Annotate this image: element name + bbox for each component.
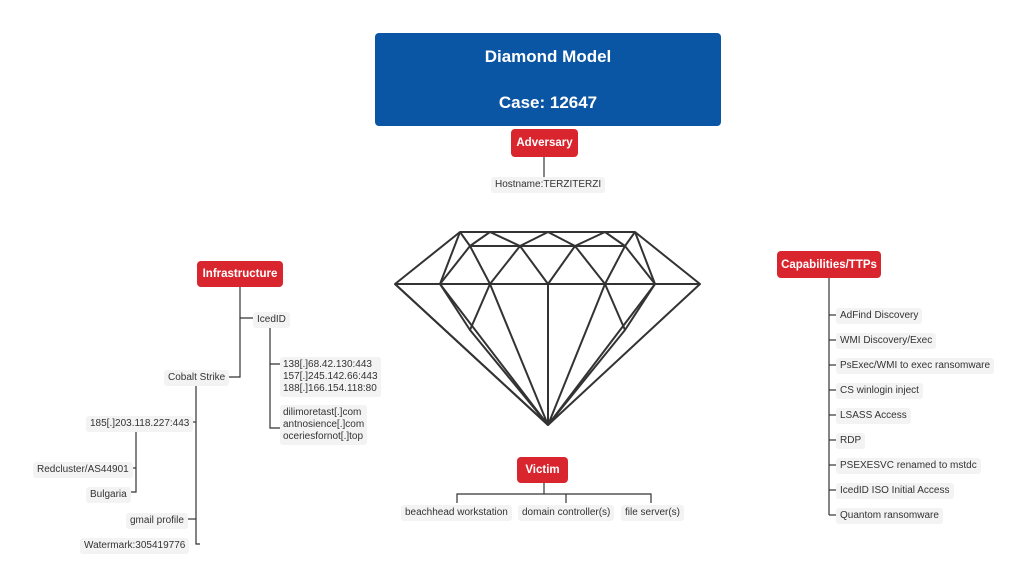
capabilities-node[interactable]: Capabilities/TTPs bbox=[777, 251, 881, 278]
icedid-domain: dilimoretast[.]com bbox=[283, 407, 362, 418]
victim-item: file server(s) bbox=[621, 505, 685, 521]
victim-item: domain controller(s) bbox=[518, 505, 615, 521]
cobalt-strike-asn: Redcluster/AS44901 bbox=[33, 462, 133, 478]
cobalt-strike-country: Bulgaria bbox=[86, 487, 131, 503]
capability-item: PSEXESVC renamed to mstdc bbox=[836, 458, 981, 474]
cobalt-strike-node: Cobalt Strike bbox=[164, 370, 230, 386]
cobalt-strike-profile: gmail profile bbox=[126, 513, 188, 529]
victim-node[interactable]: Victim bbox=[517, 457, 568, 483]
cobalt-strike-watermark: Watermark:305419776 bbox=[80, 538, 190, 554]
capability-item: IcedID ISO Initial Access bbox=[836, 483, 954, 499]
title-box: Diamond Model Case: 12647 bbox=[375, 33, 721, 126]
icedid-node: IcedID bbox=[253, 312, 290, 328]
adversary-node[interactable]: Adversary bbox=[511, 129, 578, 157]
capability-item: PsExec/WMI to exec ransomware bbox=[836, 358, 995, 374]
icedid-ip: 188[.]166.154.118:80 bbox=[283, 383, 377, 394]
victim-item: beachhead workstation bbox=[401, 505, 512, 521]
title-line-1: Diamond Model bbox=[484, 46, 612, 66]
cobalt-strike-ip: 185[.]203.118.227:443 bbox=[86, 416, 194, 432]
capability-item: Quantom ransomware bbox=[836, 508, 943, 524]
icedid-ip-list: 138[.]68.42.130:443 157[.]245.142.66:443… bbox=[280, 357, 381, 397]
icedid-ip: 138[.]68.42.130:443 bbox=[283, 359, 372, 370]
capability-item: LSASS Access bbox=[836, 408, 911, 424]
capability-item: AdFind Discovery bbox=[836, 308, 923, 324]
adversary-hostname: Hostname:TERZITERZI bbox=[491, 177, 606, 193]
icedid-domain-list: dilimoretast[.]com antnosience[.]com oce… bbox=[280, 405, 368, 445]
icedid-domain: oceriesfornot[.]top bbox=[283, 431, 364, 442]
title-line-2: Case: 12647 bbox=[498, 92, 598, 112]
diamond-icon bbox=[394, 231, 701, 426]
infrastructure-node[interactable]: Infrastructure bbox=[197, 261, 283, 287]
icedid-domain: antnosience[.]com bbox=[283, 419, 365, 430]
icedid-ip: 157[.]245.142.66:443 bbox=[283, 371, 378, 382]
capability-item: RDP bbox=[836, 433, 866, 449]
capability-item: WMI Discovery/Exec bbox=[836, 333, 937, 349]
capability-item: CS winlogin inject bbox=[836, 383, 923, 399]
